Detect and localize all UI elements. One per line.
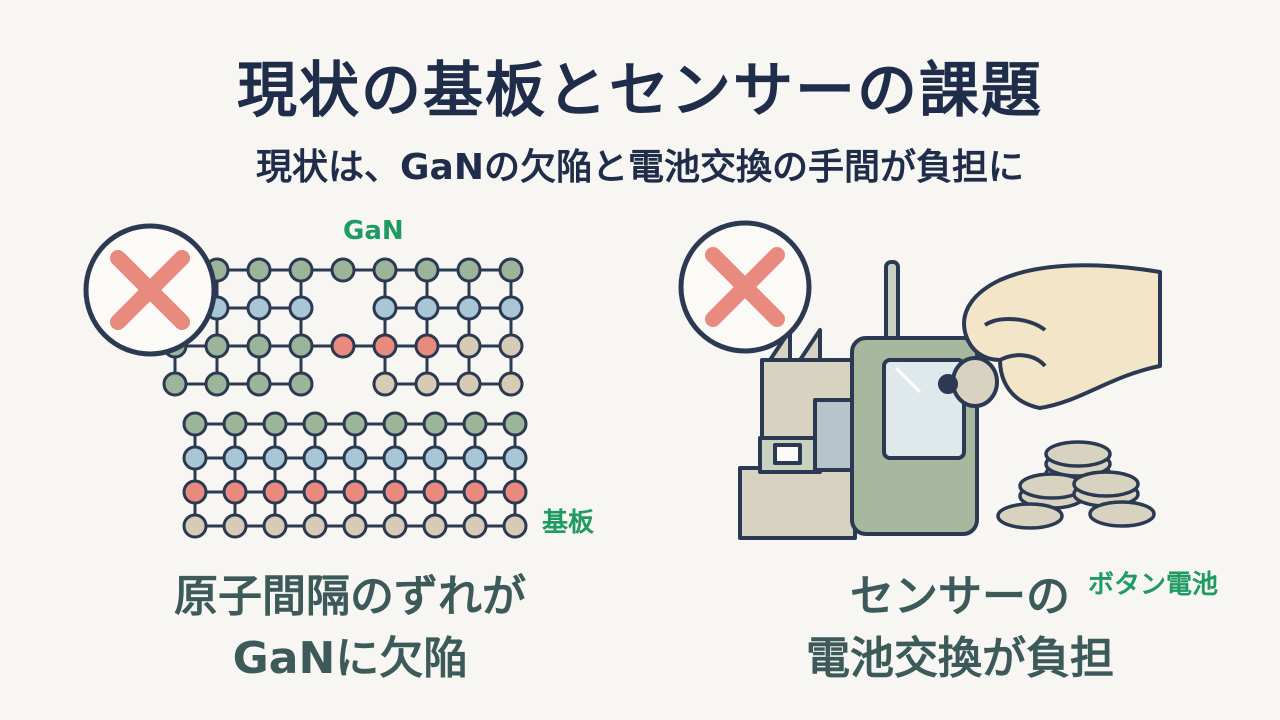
lattice-atom [498,333,524,359]
battery-label: ボタン電池 [1088,570,1219,600]
lattice-atom [502,411,528,437]
left-caption: 原子間隔のずれが GaNに欠陥 [90,566,610,690]
lattice-atom [330,333,356,359]
lattice-atom [302,411,328,437]
lattice-atom [414,333,440,359]
lattice-atom [342,411,368,437]
lattice-atom [382,479,408,505]
lattice-atom [422,513,448,539]
lattice-atom [222,445,248,471]
lattice-atom [302,445,328,471]
lattice-atom [262,445,288,471]
cross-icon-left [83,223,217,357]
lattice-atom [414,257,440,283]
lattice-atom [372,333,398,359]
cross-icon-right [678,220,812,354]
hand-illustration [938,263,1162,410]
lattice-atom [456,295,482,321]
lattice-atom [204,333,230,359]
lattice-atom [246,333,272,359]
lattice-atom [382,411,408,437]
lattice-atom [382,513,408,539]
lattice-atom [462,513,488,539]
lattice-atom [204,371,230,397]
lattice-atom [456,257,482,283]
lattice-atom [502,479,528,505]
lattice-atom [372,257,398,283]
lattice-atom [342,513,368,539]
lattice-atom [462,479,488,505]
lattice-atom [182,479,208,505]
lattice-atom [182,513,208,539]
lattice-atom [422,479,448,505]
lattice-atom [222,479,248,505]
gan-label: GaN [343,216,404,246]
lattice-atom [414,295,440,321]
substrate-label: 基板 [542,508,595,538]
lattice-atom [462,445,488,471]
lattice-atom [288,295,314,321]
lattice-atom [288,371,314,397]
right-caption-line1: センサーの [850,571,1070,622]
lattice-atom [382,445,408,471]
right-caption: センサーの 電池交換が負担 [700,566,1220,690]
lattice-atom [246,295,272,321]
lattice-atom [262,411,288,437]
lattice-atom [262,513,288,539]
lattice-atom [498,371,524,397]
lattice-atom [422,411,448,437]
lattice-atom [162,371,188,397]
button-battery-stack [996,440,1156,530]
lattice-atom [414,371,440,397]
lattice-atom [246,371,272,397]
lattice-atom [288,333,314,359]
lattice-atom [372,295,398,321]
lattice-atom [342,445,368,471]
lattice-atom [330,257,356,283]
page-subtitle: 現状は、GaNの欠陥と電池交換の手間が負担に [256,147,1024,188]
lattice-atom [502,513,528,539]
lattice-atom [372,371,398,397]
lattice-atom [262,479,288,505]
lattice-atom [182,411,208,437]
lattice-atom [302,513,328,539]
lattice-atom [502,445,528,471]
lattice-atom [462,411,488,437]
gan-lattice [162,257,524,397]
left-caption-line1: 原子間隔のずれが [174,571,526,622]
lattice-atom [498,257,524,283]
lattice-atom [422,445,448,471]
lattice-atom [456,333,482,359]
lattice-atom [222,411,248,437]
lattice-atom [288,257,314,283]
lattice-atom [246,257,272,283]
lattice-atom [182,445,208,471]
page-title: 現状の基板とセンサーの課題 [237,56,1043,126]
lattice-atom [222,513,248,539]
lattice-atom [456,371,482,397]
left-caption-line2: GaNに欠陥 [232,633,468,684]
right-caption-line2: 電池交換が負担 [806,633,1114,684]
lattice-atom [302,479,328,505]
sensor-device-illustration [738,260,999,540]
substrate-lattice [182,411,528,539]
lattice-atom [498,295,524,321]
lattice-atom [342,479,368,505]
